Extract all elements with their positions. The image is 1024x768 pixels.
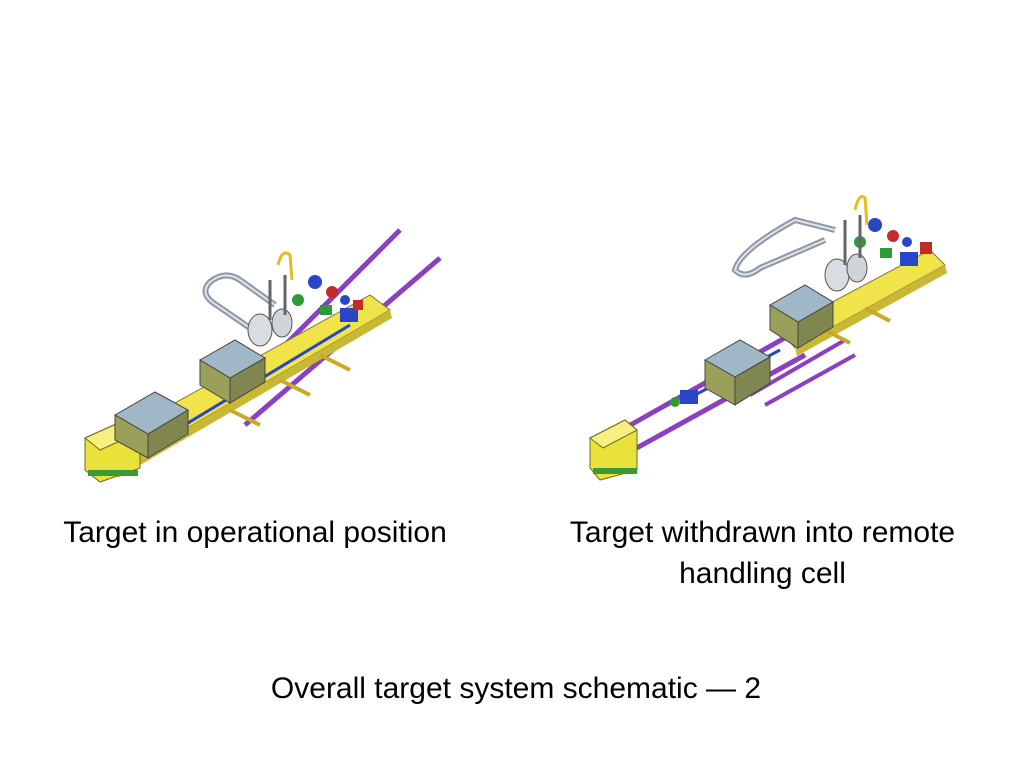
target-assembly-drawing-operational — [84, 228, 442, 483]
target-assembly-drawing-withdrawn — [589, 195, 947, 481]
target-operational-illustration — [70, 220, 460, 490]
target-withdrawn-illustration — [575, 180, 965, 490]
caption-operational-position: Target in operational position — [63, 516, 447, 549]
slide-title: Overall target system schematic — 2 — [270, 672, 762, 705]
caption-withdrawn-position: Target withdrawn into remote handling ce… — [569, 516, 956, 590]
